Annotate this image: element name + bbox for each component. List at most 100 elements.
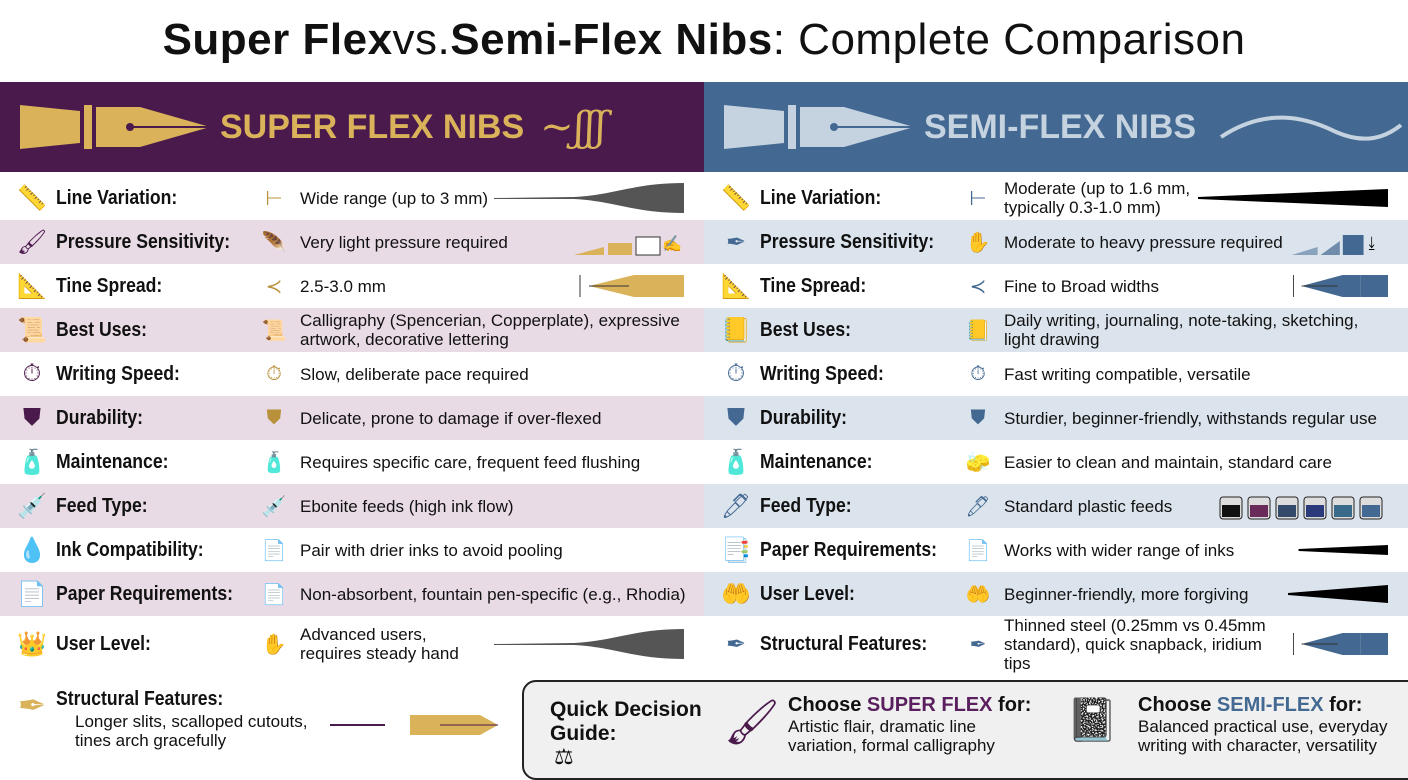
- row-label: Line Variation:: [56, 186, 178, 209]
- comparison-row: 💧 Ink Compatibility: 📄 Pair with drier i…: [0, 528, 704, 572]
- comparison-row: ⏱ Writing Speed: ⏱ Slow, deliberate pace…: [0, 352, 704, 396]
- line-width-icon: ⊢: [265, 187, 283, 210]
- comparison-row: 📄 Paper Requirements: 📄 Non-absorbent, f…: [0, 572, 704, 616]
- row-detail: Easier to clean and maintain, standard c…: [1004, 452, 1332, 472]
- paper-icon: 📄: [261, 583, 287, 606]
- row-label: Ink Compatibility:: [56, 538, 204, 561]
- comparison-row: 💉 Feed Type: 💉 Ebonite feeds (high ink f…: [0, 484, 704, 528]
- notebook-icon: 📒: [721, 316, 751, 344]
- cleaning-kit-icon: 🧴: [261, 451, 287, 474]
- row-label: Maintenance:: [760, 450, 873, 473]
- nib-icon: ✒: [969, 633, 987, 656]
- comparison-row: ⏱ Writing Speed: ⏱ Fast writing compatib…: [704, 352, 1408, 396]
- row-detail: Non-absorbent, fountain pen-specific (e.…: [300, 584, 686, 604]
- notebook-pen-icon: 📓: [1066, 696, 1119, 743]
- flourish-icon: ~ʃʃʃ: [540, 104, 607, 150]
- row-label: Writing Speed:: [760, 362, 884, 385]
- row-detail: Fast writing compatible, versatile: [1004, 364, 1251, 384]
- super-flex-structural-features: ✒ Structural Features: Longer slits, sca…: [0, 680, 520, 768]
- nib-icon: ✒: [725, 630, 747, 658]
- page-title: Super Flex vs. Semi-Flex Nibs: Complete …: [162, 15, 1246, 64]
- row-label: Durability:: [760, 406, 848, 429]
- nib-icon: ✒: [17, 687, 47, 725]
- row-detail: Fine to Broad widths: [1004, 276, 1159, 296]
- row-detail: Requires specific care, frequent feed fl…: [300, 452, 641, 472]
- comparison-row: 📜 Best Uses: 📜 Calligraphy (Spencerian, …: [0, 308, 704, 352]
- semi-flex-header: SEMI-FLEX NIBS: [704, 82, 1408, 172]
- row-detail: Standard plastic feeds: [1004, 496, 1173, 516]
- row-label: Feed Type:: [760, 494, 852, 517]
- dropper-icon: 💉: [261, 495, 287, 518]
- comparison-row: 📏 Line Variation: ⊢ Wide range (up to 3 …: [0, 176, 704, 220]
- cleaning-kit-icon: 🧴: [17, 448, 47, 476]
- row-detail: Works with wider range of inks: [1004, 540, 1235, 560]
- super-flex-choice: Choose SUPER FLEX for: Artistic flair, d…: [788, 694, 1032, 755]
- stopwatch-icon: ⏱: [266, 362, 282, 385]
- row-detail: Pair with drier inks to avoid pooling: [300, 540, 563, 560]
- row-label: Structural Features:: [760, 632, 928, 655]
- comparison-row: ✒ Structural Features: ✒ Thinned steel (…: [704, 615, 1408, 673]
- compass-icon: 📐: [17, 272, 47, 300]
- row-detail: Calligraphy (Spencerian, Copperplate), e…: [300, 311, 680, 349]
- hands-icon: 🤲: [721, 580, 751, 608]
- row-label: User Level:: [760, 582, 855, 605]
- row-detail: Wide range (up to 3 mm): [300, 188, 489, 208]
- tines-icon: ≺: [969, 275, 987, 298]
- comparison-row: ⛊ Durability: ⛊ Delicate, prone to damag…: [0, 396, 704, 440]
- row-label: Tine Spread:: [760, 274, 867, 297]
- row-label: Writing Speed:: [56, 362, 180, 385]
- row-label: Feed Type:: [56, 494, 148, 517]
- hands-icon: 🤲: [965, 583, 991, 606]
- pressure-heavy-illustration: ⤓: [1291, 234, 1375, 255]
- comparison-row: 🤲 User Level: 🤲 Beginner-friendly, more …: [704, 572, 1408, 616]
- line-width-icon: ⊢: [969, 187, 987, 210]
- cracked-shield-icon: ⛊: [23, 404, 41, 431]
- notebook-icon: 📒: [965, 319, 991, 342]
- row-label: Paper Requirements:: [760, 538, 938, 561]
- comparison-row: ⛊ Durability: ⛊ Sturdier, beginner-frien…: [704, 396, 1408, 440]
- comparison-row: 👑 User Level: ✋ Advanced users, requires…: [0, 616, 704, 672]
- cracked-shield-icon: ⛊: [266, 406, 282, 429]
- scroll-icon: 📜: [261, 319, 287, 342]
- row-detail: 2.5-3.0 mm: [300, 276, 386, 296]
- row-label: User Level:: [56, 632, 151, 655]
- compass-icon: 📐: [721, 272, 751, 300]
- taper-wide-illustration: [494, 183, 684, 213]
- ruler-icon: 📏: [17, 184, 47, 212]
- scroll-icon: 📜: [17, 316, 47, 344]
- cleaning-kit-icon: 🧴: [721, 448, 751, 476]
- comparison-row: 📑 Paper Requirements: 📄 Works with wider…: [704, 528, 1408, 572]
- stopwatch-icon: ⏱: [22, 360, 42, 387]
- pressure-light-illustration: ✍: [574, 235, 682, 256]
- row-label: Paper Requirements:: [56, 582, 234, 605]
- nib-illustration: [1293, 275, 1388, 297]
- paper-icon: 📄: [17, 580, 47, 608]
- row-detail: Sturdier, beginner-friendly, withstands …: [1004, 408, 1377, 428]
- feather-icon: 🪶: [261, 231, 287, 254]
- document-icon: 📄: [261, 539, 287, 562]
- row-label: Maintenance:: [56, 450, 169, 473]
- svg-text:⤓: ⤓: [1369, 234, 1375, 253]
- row-detail: Thinned steel (0.25mm vs 0.45mm standard…: [1004, 615, 1266, 673]
- semi-flex-choice: Choose SEMI-FLEX for: Balanced practical…: [1138, 694, 1388, 755]
- stopwatch-icon: ⏱: [726, 360, 746, 387]
- tines-icon: ≺: [265, 275, 283, 298]
- semi-flex-column: 📏 Line Variation: ⊢ Moderate (up to 1.6 …: [704, 176, 1408, 673]
- nib-illustration: [579, 275, 684, 297]
- fountain-pen-icon: [724, 105, 914, 149]
- comparison-row: 🧴 Maintenance: 🧽 Easier to clean and mai…: [704, 440, 1408, 484]
- marker-icon: 🖊: [965, 495, 991, 518]
- sponge-icon: 🧽: [965, 451, 991, 474]
- row-label: Durability:: [56, 406, 144, 429]
- comparison-row: 🖊 Feed Type: 🖊 Standard plastic feeds: [704, 484, 1408, 528]
- row-detail: Daily writing, journaling, note-taking, …: [1004, 311, 1359, 349]
- quick-decision-guide: Quick Decision Guide: ⚖ 🖌 Choose SUPER F…: [522, 680, 1408, 780]
- dropper-icon: 💉: [17, 492, 47, 520]
- marker-icon: 🖊: [720, 492, 752, 520]
- stopwatch-icon: ⏱: [970, 362, 986, 385]
- svg-text:✍: ✍: [662, 235, 682, 253]
- nib-illustration: [1293, 633, 1388, 655]
- ink-drop-icon: 💧: [17, 536, 47, 564]
- row-label: Best Uses:: [760, 318, 851, 341]
- crown-hand-icon: 👑: [17, 630, 47, 658]
